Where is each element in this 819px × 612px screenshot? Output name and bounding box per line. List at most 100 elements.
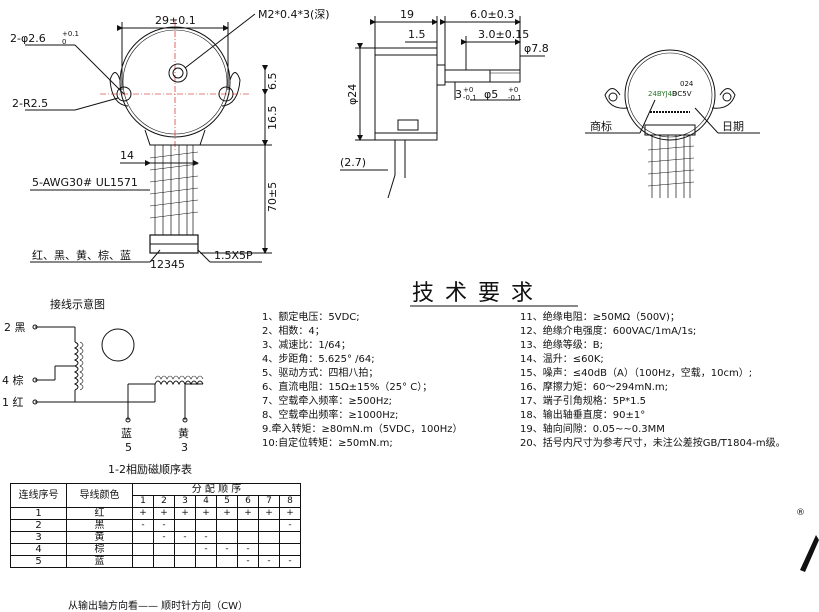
step-header: 8 <box>279 495 301 508</box>
spec-item: 3、减速比：1/64； <box>262 339 351 351</box>
row-num: 3 <box>10 531 67 544</box>
dim-24: φ24 <box>346 84 359 105</box>
wire-1-label: 1 红 <box>2 396 24 409</box>
corner-mark: ® <box>796 508 805 518</box>
sequence-cell <box>153 543 175 556</box>
dim-shaft: φ5 <box>484 88 498 101</box>
wire-colors: 红、黑、黄、棕、蓝 <box>32 248 131 262</box>
spec-item: 11、绝缘电阻：≥50MΩ（500V)； <box>520 310 680 323</box>
step-header: 7 <box>258 495 280 508</box>
col-wire-num: 连线序号 <box>10 483 67 508</box>
sequence-cell: - <box>153 531 175 544</box>
dim-3: 3.0±0.15 <box>478 28 529 41</box>
sequence-cell: + <box>279 507 301 520</box>
sequence-cell <box>132 543 154 556</box>
sequence-cell: - <box>279 555 301 568</box>
step-header: 6 <box>237 495 259 508</box>
specs-left: 1、额定电压：5VDC; 2、相数：4； 3、减速比：1/64； 4、步距角：5… <box>262 310 463 449</box>
dim-hole-tol-upper: +0.1 <box>62 30 79 38</box>
sequence-cell: - <box>258 555 280 568</box>
row-color: 黄 <box>66 531 133 544</box>
dim-19: 19 <box>400 8 414 21</box>
sequence-cell <box>153 555 175 568</box>
col-sequence-group: 分 配 顺 序 <box>132 483 301 496</box>
sequence-cell <box>174 519 196 532</box>
trademark-label: 商标 <box>590 119 612 133</box>
spec-item: 12、绝缘介电强度：600VAC/1mA/1s; <box>520 324 696 337</box>
dim-hole-tol-lower: 0 <box>62 38 66 46</box>
row-color: 蓝 <box>66 555 133 568</box>
direction-note: 从输出轴方向看—— 顺时针方向（CW） <box>68 601 249 612</box>
dim-flat: 3 <box>455 88 462 101</box>
dim-70: 70±5 <box>266 182 279 212</box>
dim-14: 14 <box>120 149 134 162</box>
spec-item: 4、步距角：5.625° /64; <box>262 353 375 365</box>
spec-item: 17、端子引角规格：5P*1.5 <box>520 394 646 407</box>
sequence-cell <box>174 555 196 568</box>
sequence-cell <box>237 531 259 544</box>
sequence-cell <box>195 555 217 568</box>
sequence-cell <box>258 543 280 556</box>
front-view-labels: 29±0.1 M2*0.4*3(深) 2-φ2.6 +0.1 0 2-R2.5 … <box>10 8 330 271</box>
sequence-cell: - <box>153 519 175 532</box>
sequence-caption: 1-2相励磁顺序表 <box>108 462 192 476</box>
sequence-cell <box>216 531 238 544</box>
wire-4-label: 4 棕 <box>2 373 24 387</box>
sequence-cell: - <box>132 519 154 532</box>
sequence-cell: + <box>237 507 259 520</box>
sequence-cell <box>258 531 280 544</box>
sequence-cell: + <box>258 507 280 520</box>
spec-item: 5、驱动方式：四相八拍； <box>262 366 378 379</box>
sequence-cell <box>174 543 196 556</box>
spec-item: 19、轴向间隙：0.05~~0.3MM <box>520 422 665 435</box>
pin-numbers: 12345 <box>150 258 185 271</box>
spec-item: 9.牵入转矩：≥80mN.m（5VDC，100Hz） <box>262 422 463 435</box>
sequence-cell: - <box>174 531 196 544</box>
mounting-ear-right <box>221 72 241 107</box>
dim-6: 6.0±0.3 <box>470 8 514 21</box>
corner-glyph <box>800 535 819 572</box>
dim-shaft-tol-upper: +0 <box>508 86 518 94</box>
label-voltage: DC5V <box>672 90 692 98</box>
side-view <box>340 16 545 199</box>
sequence-cell <box>279 531 301 544</box>
label-view-labels: 24BYJ48 DC5V 024 商标 日期 <box>590 80 744 133</box>
sequence-cell <box>132 555 154 568</box>
spec-item: 8、空载牵出频率：≥1000Hz; <box>262 408 398 421</box>
dim-6-5: 6.5 <box>266 73 279 91</box>
wire-bundle <box>154 145 194 235</box>
step-header: 1 <box>132 495 154 508</box>
spec-item: 7、空载牵入频率：≥500Hz; <box>262 394 392 407</box>
sequence-cell <box>258 519 280 532</box>
dim-1-5: 1.5 <box>408 28 426 41</box>
row-num: 5 <box>10 555 67 568</box>
sequence-cell: - <box>195 543 217 556</box>
row-color: 黑 <box>66 519 133 532</box>
spec-item: 6、直流电阻：15Ω±15%（25° C）； <box>262 380 432 393</box>
specs-right: 11、绝缘电阻：≥50MΩ（500V)； 12、绝缘介电强度：600VAC/1m… <box>520 310 786 449</box>
wiring-diagram <box>32 324 204 423</box>
spec-item: 16、摩擦力矩：60～294mN.m; <box>520 380 668 393</box>
row-num: 2 <box>10 519 67 532</box>
row-color: 棕 <box>66 543 133 556</box>
connector-spec: 1.5X5P <box>214 249 253 262</box>
step-header: 2 <box>153 495 175 508</box>
spec-item: 15、噪声：≤40dB（A）（100Hz，空载，10cm）; <box>520 366 752 379</box>
spec-item: 10:自定位转矩：≥50mN.m; <box>262 436 393 449</box>
sequence-cell <box>237 519 259 532</box>
blue-label: 蓝 <box>121 427 132 440</box>
sequence-cell: + <box>216 507 238 520</box>
sequence-cell: + <box>153 507 175 520</box>
dim-shaft-tol-lower: -0.1 <box>508 94 522 102</box>
sequence-cell <box>195 519 217 532</box>
side-body <box>374 47 438 141</box>
dim-radius: 2-R2.5 <box>12 97 48 110</box>
sequence-cell <box>279 543 301 556</box>
sequence-cell: - <box>216 543 238 556</box>
dim-screw: M2*0.4*3(深) <box>258 8 330 21</box>
